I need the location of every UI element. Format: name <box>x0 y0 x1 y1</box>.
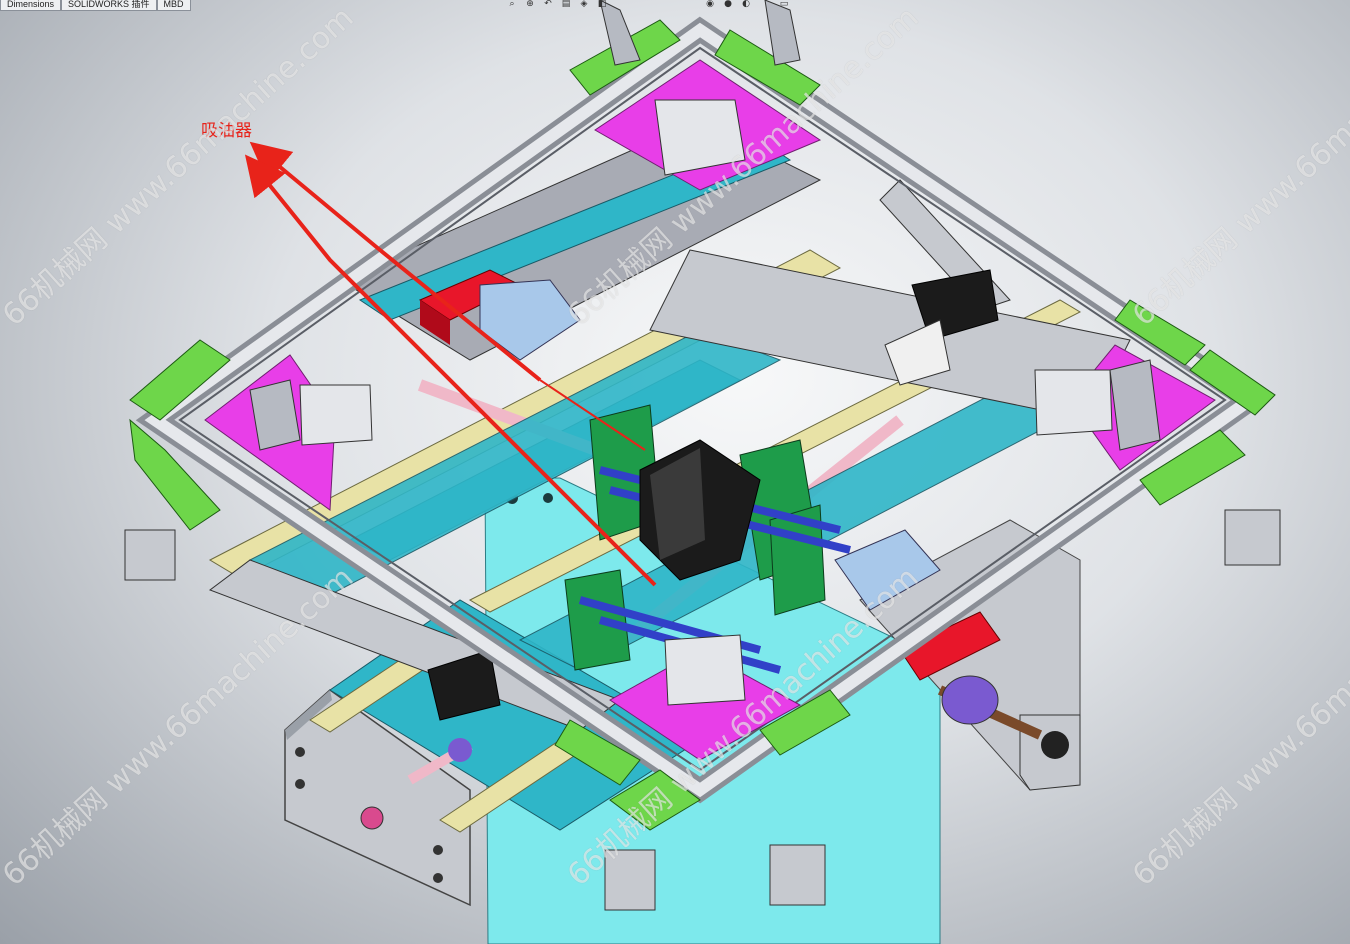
zoom-fit-icon[interactable]: ⌕ <box>509 0 515 9</box>
callout-arrow-upper <box>249 141 542 382</box>
tab-dimensions[interactable]: Dimensions <box>0 0 62 11</box>
tab-mbd[interactable]: MBD <box>156 0 191 11</box>
callout-label-suction: 吸油器 <box>201 121 252 141</box>
tab-solidworks-addins[interactable]: SOLIDWORKS 插件 <box>61 0 157 11</box>
view-settings-icon[interactable]: ▭ <box>779 0 789 9</box>
hide-show-icon[interactable]: ◉ <box>706 0 714 9</box>
slide-cylinder-upper <box>418 269 941 611</box>
view-orientation-icon[interactable]: ◈ <box>580 0 588 9</box>
display-style-icon[interactable]: ◧ <box>597 0 607 9</box>
scene-icon[interactable]: ◐ <box>742 0 750 9</box>
callout-arrow-lower <box>244 154 657 587</box>
outer-frame <box>135 16 1270 804</box>
zoom-area-icon[interactable]: ⊕ <box>526 0 534 9</box>
appearance-icon[interactable]: ● <box>724 0 732 9</box>
corner-brackets <box>129 19 1276 831</box>
clamp-blocks <box>249 99 1161 706</box>
solenoid-valves <box>427 269 999 721</box>
callout-arrows <box>244 141 657 587</box>
ball-screw-right <box>859 519 1081 791</box>
command-manager-tabs: Dimensions SOLIDWORKS 插件 MBD <box>0 0 191 11</box>
center-carriage <box>564 404 851 674</box>
heads-up-view-toolbar: ⌕ ⊕ ↶ ▤ ◈ ◧ ◉ ● ◐ ▭ <box>505 0 791 10</box>
previous-view-icon[interactable]: ↶ <box>544 0 552 9</box>
section-view-icon[interactable]: ▤ <box>561 0 571 9</box>
corner-cylinders <box>124 0 1281 911</box>
